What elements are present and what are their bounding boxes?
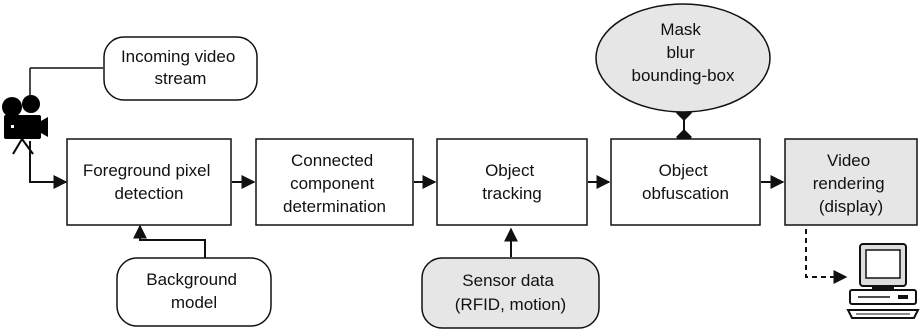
foreground-line-2: detection xyxy=(115,184,184,203)
svg-text:Video rendering (d: Video rendering (display) xyxy=(813,151,890,216)
background-model-node: Background model xyxy=(116,257,272,327)
rendering-line-1: Video xyxy=(827,151,870,170)
mask-line-1: Mask xyxy=(660,20,701,39)
svg-text:Connected component: Connected component determination xyxy=(283,151,386,216)
svg-text:Foreground pixel detecti: Foreground pixel detection xyxy=(83,161,215,203)
video-camera-icon xyxy=(2,95,48,155)
incoming-video-line-2: stream xyxy=(155,69,207,88)
tracking-line-2: tracking xyxy=(482,184,542,203)
background-line-1: Background xyxy=(146,270,237,289)
object-tracking-node: Object tracking xyxy=(436,138,588,226)
svg-text:Sensor data (RFID, motio: Sensor data (RFID, motion) xyxy=(455,271,566,314)
tracking-line-1: Object xyxy=(485,161,534,180)
rendering-line-2: rendering xyxy=(813,174,885,193)
connected-line-1: Connected xyxy=(291,151,373,170)
mask-line-3: bounding-box xyxy=(631,66,735,85)
obfuscation-line-2: obfuscation xyxy=(642,184,729,203)
mask-line-2: blur xyxy=(666,43,695,62)
svg-text:Object obfuscation: Object obfuscation xyxy=(642,161,729,203)
foreground-pixel-detection-node: Foreground pixel detection xyxy=(66,138,232,226)
object-obfuscation-node: Object obfuscation xyxy=(610,138,761,226)
connected-line-3: determination xyxy=(283,197,386,216)
camera-to-foreground-arrow xyxy=(29,141,68,189)
svg-text:Background model: Background model xyxy=(146,270,241,312)
svg-text:Mask blur bounding: Mask blur bounding-box xyxy=(631,20,735,85)
video-rendering-node: Video rendering (display) xyxy=(784,138,918,226)
connected-component-node: Connected component determination xyxy=(255,138,414,226)
rendering-to-monitor-arrow xyxy=(805,229,848,284)
incoming-video-stream-node: Incoming video stream xyxy=(103,36,258,101)
rendering-line-3: (display) xyxy=(819,197,883,216)
connectors xyxy=(29,67,848,284)
foreground-line-1: Foreground pixel xyxy=(83,161,211,180)
sensor-line-1: Sensor data xyxy=(462,271,554,290)
computer-monitor-icon xyxy=(846,243,920,319)
incoming-video-line-1: Incoming video xyxy=(121,47,235,66)
background-line-2: model xyxy=(171,293,217,312)
mask-blur-bounding-box-node: Mask blur bounding-box xyxy=(595,3,771,113)
sensor-data-node: Sensor data (RFID, motion) xyxy=(421,257,600,329)
obfuscation-line-1: Object xyxy=(659,161,708,180)
connected-line-2: component xyxy=(290,174,374,193)
background-to-foreground-arrow xyxy=(133,224,206,258)
svg-text:Object tracking: Object tracking xyxy=(482,161,542,203)
sensor-line-2: (RFID, motion) xyxy=(455,295,566,314)
svg-text:Incoming video stream: Incoming video stream xyxy=(121,47,240,88)
